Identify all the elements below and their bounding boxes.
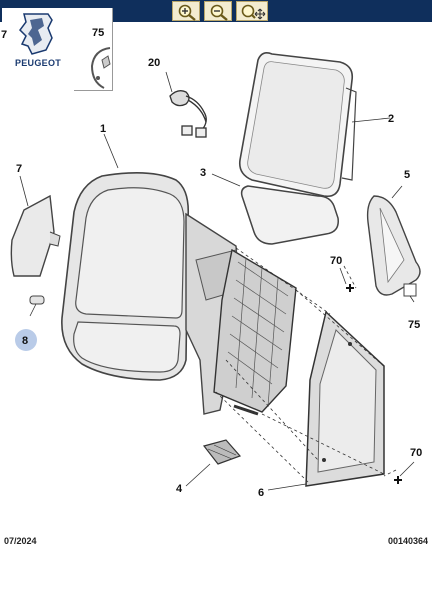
zoom-in-icon [178, 4, 196, 21]
part-70-screws [346, 284, 402, 484]
thumb-callout-75: 75 [92, 27, 104, 39]
callout-3[interactable]: 3 [200, 167, 206, 179]
callout-2[interactable]: 2 [388, 113, 394, 125]
part-2-glass [238, 52, 357, 198]
callout-5[interactable]: 5 [404, 169, 410, 181]
assembly-lines [215, 247, 397, 483]
part-6-cover [213, 248, 297, 416]
part-1-mirror-housing [61, 172, 241, 415]
zoom-in-button[interactable] [172, 1, 200, 21]
part-6-frame [305, 310, 385, 487]
part-5-indicator [366, 195, 421, 297]
lion-logo-icon [19, 13, 53, 55]
thumbnail-drawing: 75 [90, 27, 111, 89]
part-8-bulb [29, 295, 45, 305]
callout-7[interactable]: 7 [16, 163, 22, 175]
brand-logo: PEUGEOT [2, 8, 74, 90]
part-3-lower-glass [240, 185, 339, 245]
revision-date: 07/2024 [4, 536, 37, 546]
callout-4[interactable]: 4 [176, 483, 183, 495]
callout-70-a[interactable]: 70 [330, 255, 342, 267]
diagram-code: 00140364 [387, 536, 428, 546]
callout-70-b[interactable]: 70 [410, 447, 422, 459]
svg-text:7: 7 [1, 29, 7, 41]
detail-thumbnail[interactable]: 75 [74, 8, 113, 91]
brand-name: PEUGEOT [14, 58, 62, 68]
pan-button[interactable] [236, 1, 268, 21]
zoom-out-icon [210, 4, 228, 21]
callout-8[interactable]: 8 [22, 335, 28, 347]
callout-20[interactable]: 20 [148, 57, 160, 69]
part-4-clip [202, 439, 242, 465]
part-7-side-light [10, 194, 61, 277]
part-20-harness [169, 90, 207, 138]
zoom-out-button[interactable] [204, 1, 232, 21]
callout-75[interactable]: 75 [408, 319, 420, 331]
leader-lines [19, 71, 415, 491]
corner-label: 7 [1, 29, 7, 41]
callout-1[interactable]: 1 [100, 123, 106, 135]
pan-icon [241, 4, 266, 20]
callout-6[interactable]: 6 [258, 487, 264, 499]
highlight-marker [15, 329, 37, 351]
